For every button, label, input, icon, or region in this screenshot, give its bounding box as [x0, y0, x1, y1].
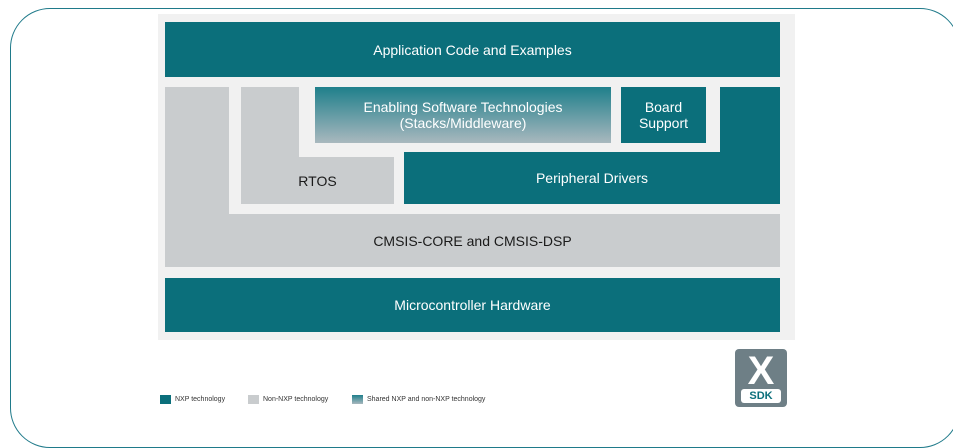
rtos-label: RTOS — [298, 172, 337, 189]
microcontroller-hardware-label: Microcontroller Hardware — [394, 297, 551, 313]
nxp-swatch — [160, 394, 171, 404]
legend-nxp: NXP technology — [160, 393, 225, 405]
peripheral-drivers-upper — [720, 87, 780, 152]
sdk-architecture-diagram: Application Code and Examples RTOS Enabl… — [158, 14, 795, 340]
rtos-upper-column — [241, 87, 299, 157]
sdk-logo-label: SDK — [741, 389, 781, 403]
non-nxp-swatch — [248, 394, 259, 404]
legend-nxp-label: NXP technology — [175, 395, 226, 403]
peripheral-drivers-block: Peripheral Drivers — [404, 152, 780, 204]
sdk-logo-mark: X — [747, 349, 775, 393]
application-code-label: Application Code and Examples — [373, 41, 572, 58]
enabling-software-label: Enabling Software Technologies — [363, 99, 563, 115]
enabling-software-sublabel: (Stacks/Middleware) — [399, 115, 527, 131]
sdk-logo: X SDK — [735, 349, 787, 407]
board-support-label: Board — [644, 99, 683, 115]
cmsis-label: CMSIS-CORE and CMSIS-DSP — [373, 232, 572, 249]
peripheral-drivers-label: Peripheral Drivers — [535, 170, 649, 186]
shared-swatch — [352, 394, 363, 404]
rtos-block: RTOS — [241, 157, 394, 204]
board-support-block: Board Support — [621, 87, 706, 143]
cmsis-block: CMSIS-CORE and CMSIS-DSP — [165, 214, 780, 267]
enabling-software-block: Enabling Software Technologies (Stacks/M… — [315, 87, 611, 143]
board-support-sublabel: Support — [638, 115, 689, 131]
cmsis-left-column — [165, 87, 229, 217]
legend-shared: Shared NXP and non-NXP technology — [352, 393, 485, 405]
application-code-block: Application Code and Examples — [165, 22, 780, 77]
legend-shared-label: Shared NXP and non-NXP technology — [367, 395, 486, 403]
legend-non-nxp: Non-NXP technology — [248, 393, 328, 405]
legend-non-nxp-label: Non-NXP technology — [263, 395, 329, 403]
microcontroller-hardware-block: Microcontroller Hardware — [165, 278, 780, 332]
